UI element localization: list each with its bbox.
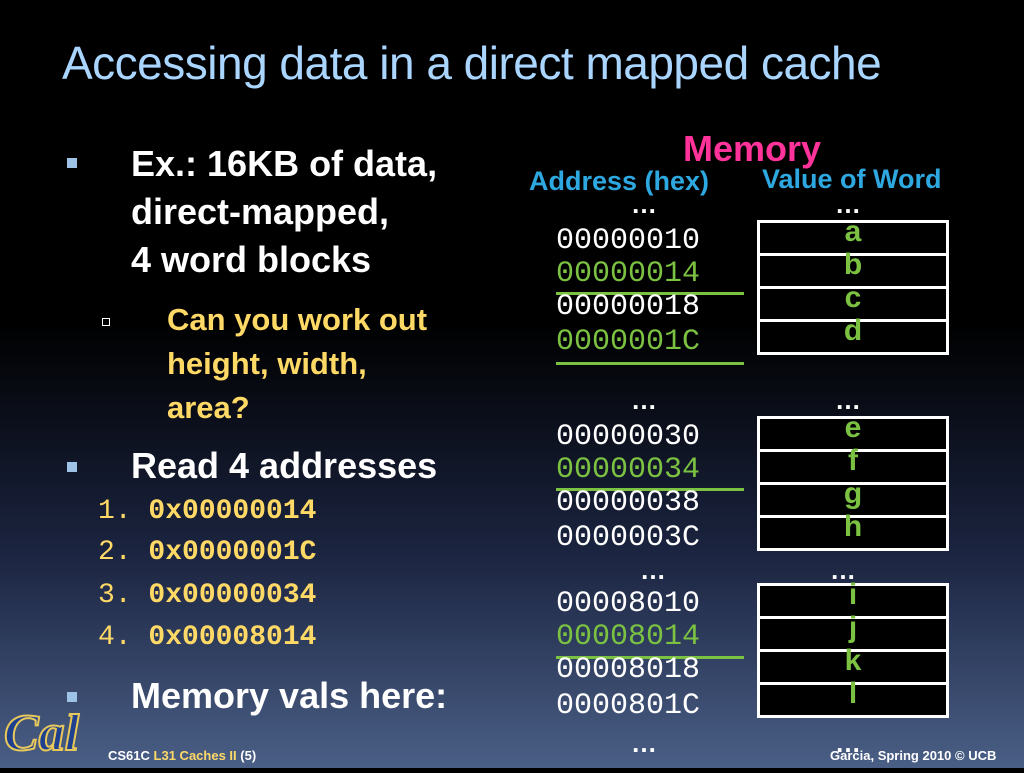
footer-credit: Garcia, Spring 2010 © UCB — [830, 748, 997, 763]
bullet-marker — [67, 692, 77, 702]
address-underline — [556, 488, 744, 491]
address-heading: Address (hex) — [529, 166, 710, 196]
address-underline — [556, 656, 744, 659]
address-underline — [556, 292, 744, 295]
bullet-memory-vals: Memory vals here: — [131, 675, 448, 716]
address-label: 00008014 — [556, 620, 701, 654]
ellipsis: … — [830, 555, 856, 585]
svg-text:Cal: Cal — [4, 705, 80, 762]
read-item-4: 4. 0x00008014 — [98, 622, 317, 653]
ellipsis: … — [835, 728, 861, 758]
address-underline — [556, 362, 744, 365]
memory-cell: a — [760, 217, 946, 256]
address-label: 00000030 — [556, 420, 701, 454]
bullet-example-line3: 4 word blocks — [131, 239, 372, 280]
memory-block-3: i j k l — [757, 580, 949, 718]
memory-cell: l — [848, 677, 858, 710]
sub-bullet-line3: area? — [167, 390, 250, 425]
ellipsis: … — [835, 385, 861, 415]
value-heading: Value of Word — [762, 164, 942, 194]
memory-cell: d — [843, 314, 863, 347]
sub-bullet-marker — [102, 318, 110, 326]
memory-cell: j — [760, 613, 946, 652]
memory-cell: e — [760, 413, 946, 452]
address-label: 0000801C — [556, 689, 701, 723]
address-label: 0000001C — [556, 325, 701, 359]
ellipsis: … — [631, 385, 657, 415]
memory-heading: Memory — [683, 128, 822, 169]
address-label: 00000010 — [556, 224, 701, 258]
ellipsis: … — [631, 189, 657, 219]
bullet-read: Read 4 addresses — [131, 445, 438, 486]
memory-cell: i — [760, 580, 946, 619]
address-label: 00008010 — [556, 587, 701, 621]
ellipsis: … — [640, 555, 666, 585]
memory-cell: b — [760, 250, 946, 289]
ellipsis: … — [631, 728, 657, 758]
slide-title: Accessing data in a direct mapped cache — [62, 37, 882, 89]
sub-bullet-line1: Can you work out — [167, 302, 428, 337]
memory-cell: k — [760, 646, 946, 685]
bullet-example: Ex.: 16KB of data, direct-mapped, 4 word… — [131, 140, 437, 284]
bullet-example-line2: direct-mapped, — [131, 191, 390, 232]
sub-bullet-question: Can you work out height, width, area? — [167, 298, 427, 430]
cal-logo: Cal — [0, 688, 100, 773]
address-label: 00000034 — [556, 453, 701, 487]
memory-cell: f — [760, 446, 946, 485]
bullet-marker — [67, 158, 77, 168]
address-label: 00000014 — [556, 257, 701, 291]
read-item-1: 1. 0x00000014 — [98, 496, 317, 527]
ellipsis: … — [835, 189, 861, 219]
address-label: 00000018 — [556, 290, 701, 324]
bullet-marker — [67, 462, 77, 472]
read-item-2: 2. 0x0000001C — [98, 537, 317, 568]
sub-bullet-line2: height, width, — [167, 346, 367, 381]
address-label: 00000038 — [556, 486, 701, 520]
memory-block-1: a b c d — [757, 217, 949, 355]
read-item-3: 3. 0x00000034 — [98, 580, 317, 611]
bullet-example-line1: Ex.: 16KB of data, — [131, 143, 438, 184]
address-label: 0000003C — [556, 521, 701, 555]
address-label: 00008018 — [556, 653, 701, 687]
memory-cell: h — [843, 510, 863, 543]
footer-course: CS61C L31 Caches II (5) — [108, 748, 257, 763]
memory-cell: g — [760, 479, 946, 518]
memory-cell: c — [760, 283, 946, 322]
memory-block-2: e f g h — [757, 413, 949, 551]
